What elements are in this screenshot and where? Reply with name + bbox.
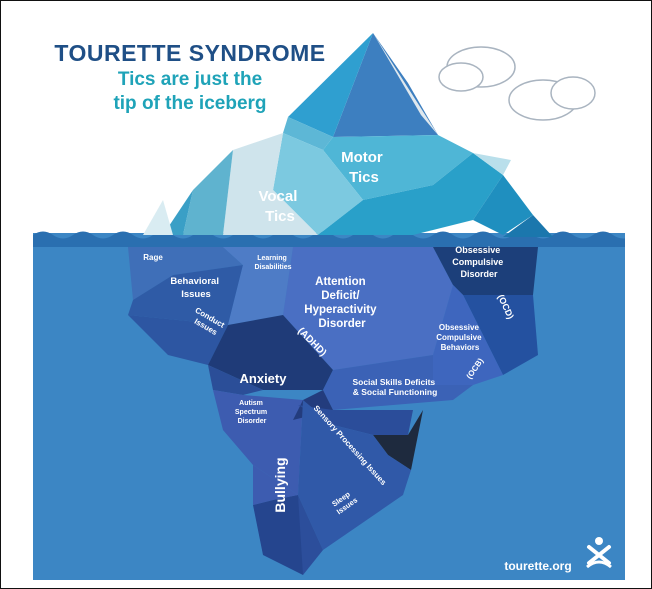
ocb-label: Obsessive Compulsive Behaviors [436,323,484,352]
bullying-label: Bullying [272,457,288,512]
iceberg-tip [143,33,553,237]
vocal-tics-label: Vocal Tics [258,188,301,225]
page-title: TOURETTE SYNDROME [54,40,326,66]
cloud-icon [438,46,596,121]
motor-tics-label: Motor Tics [341,149,387,186]
autism-label: Autism Spectrum Disorder [235,400,269,425]
learning-disabilities-label: Learning Disabilities [255,255,292,271]
behavioral-issues-label: Behavioral Issues [170,276,221,300]
tourette-logo-icon [586,537,612,569]
ocd-label: Obsessive Compulsive Disorder [452,245,506,279]
iceberg-illustration: Motor Tics Vocal Tics Rage Behavioral Is… [33,25,625,580]
subtitle-line-1: Tics are just the [117,69,263,90]
iceberg-underwater [128,247,538,575]
website-label: tourette.org [504,559,571,573]
title-block: TOURETTE SYNDROME Tics are just the tip … [40,40,340,115]
water-surface-waves [33,231,625,247]
subtitle-line-2: tip of the iceberg [113,93,267,114]
anxiety-label: Anxiety [240,371,288,386]
adhd-label: Attention Deficit/ Hyperactivity Disorde… [304,276,379,330]
rage-label: Rage [143,253,163,262]
social-skills-label: Social Skills Deficits & Social Function… [352,377,437,397]
